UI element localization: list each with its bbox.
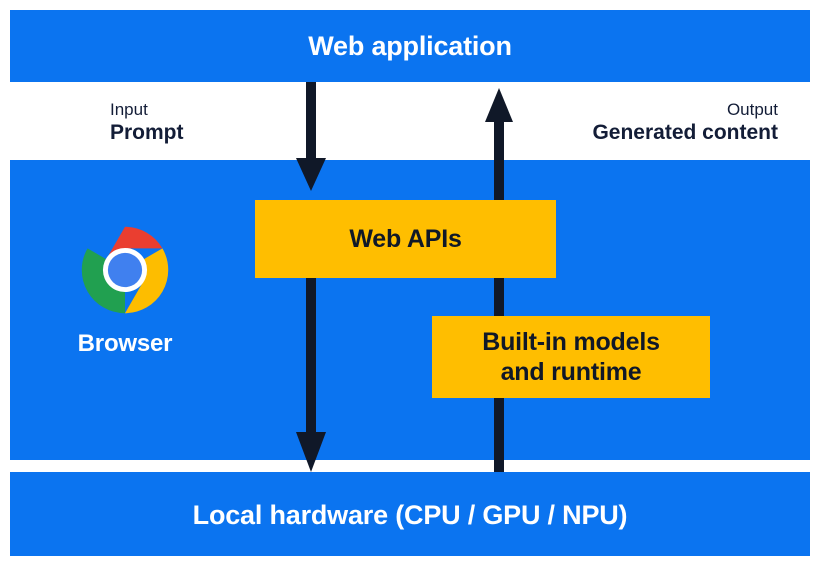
- annotation-input-value: Prompt: [110, 121, 184, 145]
- annotation-output-kind: Output: [726, 100, 778, 119]
- chrome-browser-logo-icon: [80, 225, 170, 315]
- box-web-apis: Web APIs: [255, 200, 556, 278]
- box-builtin-models-label: Built-in models and runtime: [482, 327, 660, 387]
- downward-prompt-arrow-upper: [296, 82, 326, 191]
- downward-prompt-arrow-lower: [296, 278, 326, 472]
- box-builtin-models-line-2: and runtime: [500, 358, 642, 386]
- browser-label: Browser: [77, 330, 173, 357]
- annotation-output-value: Generated content: [592, 121, 778, 145]
- box-builtin-models-line-1: Built-in models: [482, 328, 660, 356]
- annotation-output: Output Generated content: [592, 99, 778, 146]
- annotation-input: Input Prompt: [110, 99, 184, 146]
- box-builtin-models: Built-in models and runtime: [432, 316, 710, 398]
- browser-group: Browser: [60, 225, 190, 370]
- band-web-application: Web application: [10, 10, 810, 82]
- band-local-hardware: Local hardware (CPU / GPU / NPU): [10, 472, 810, 556]
- box-web-apis-label: Web APIs: [349, 225, 462, 253]
- band-web-application-label: Web application: [308, 31, 512, 61]
- band-local-hardware-label: Local hardware (CPU / GPU / NPU): [192, 500, 628, 530]
- annotation-input-kind: Input: [110, 100, 148, 119]
